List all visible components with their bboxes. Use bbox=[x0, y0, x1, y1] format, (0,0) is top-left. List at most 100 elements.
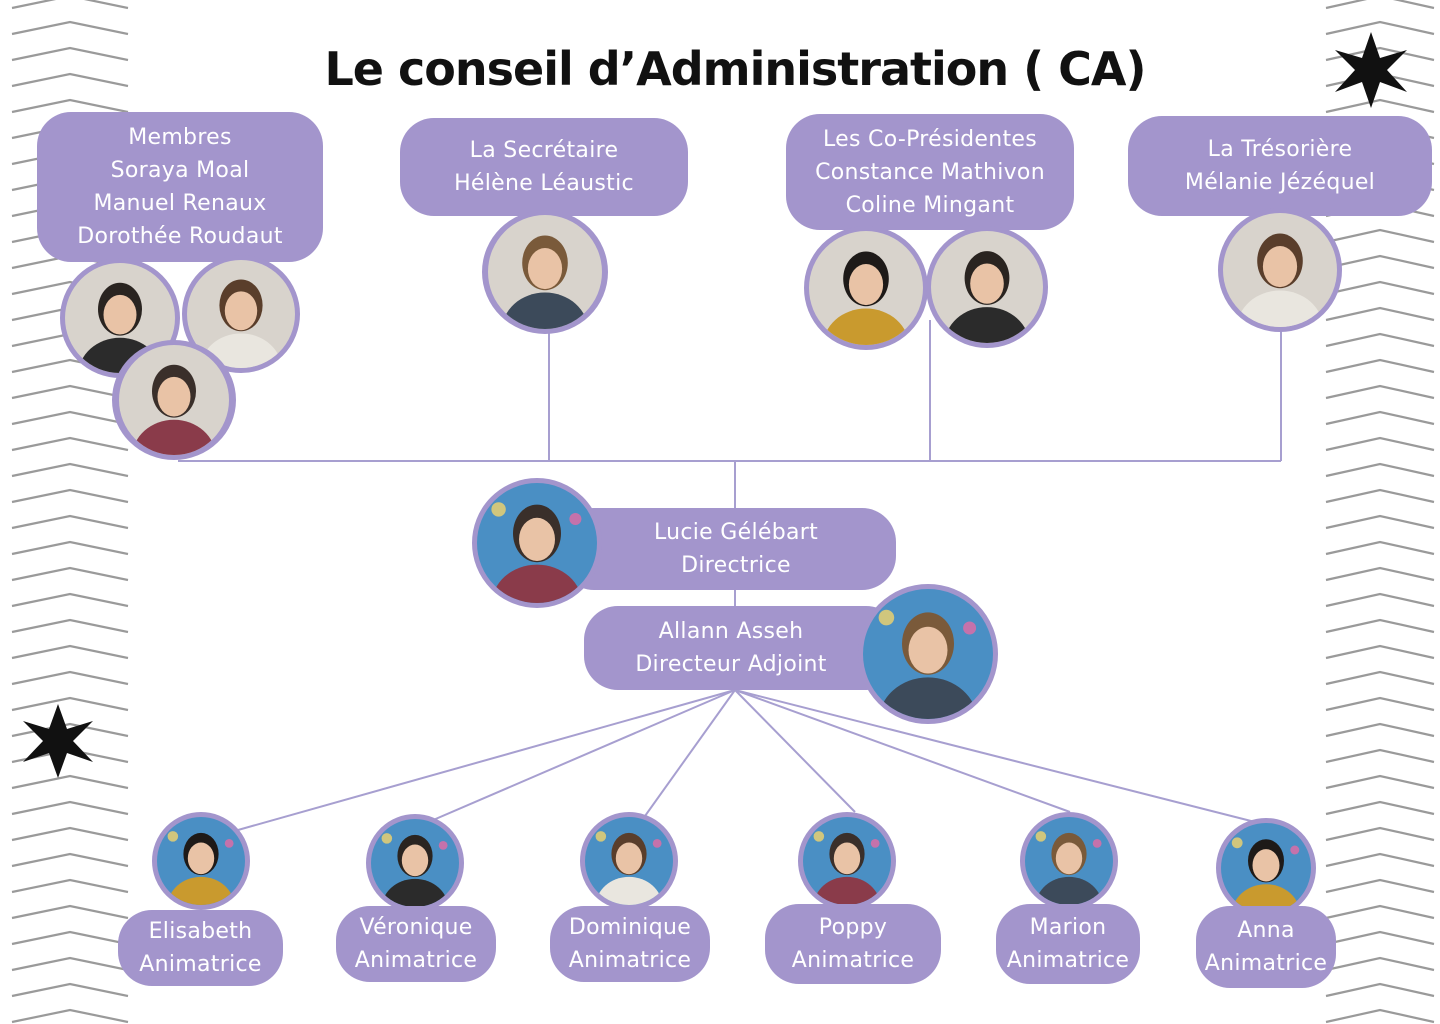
chevron-mark bbox=[1325, 358, 1435, 374]
chevron-mark bbox=[1325, 878, 1435, 894]
person-portrait-icon bbox=[585, 817, 673, 905]
chevron-mark bbox=[1325, 98, 1435, 114]
animatrice-name: Anna bbox=[1237, 918, 1295, 943]
chevron-mark bbox=[1325, 956, 1435, 972]
chevron-mark bbox=[11, 956, 129, 972]
chevron-mark bbox=[11, 982, 129, 998]
chevron-mark bbox=[1325, 748, 1435, 764]
chevron-mark bbox=[1325, 540, 1435, 556]
avatar bbox=[482, 210, 608, 334]
person-portrait-icon bbox=[1025, 817, 1113, 905]
chevron-mark bbox=[1325, 852, 1435, 868]
avatar bbox=[580, 812, 678, 910]
person-portrait-icon bbox=[1221, 823, 1311, 913]
chevron-mark bbox=[1325, 488, 1435, 504]
adjoint-name: Allann Asseh bbox=[658, 619, 804, 644]
directrice-name: Lucie Gélébart bbox=[653, 520, 819, 545]
chevron-mark bbox=[1325, 592, 1435, 608]
chevron-mark bbox=[11, 826, 129, 842]
chevron-mark bbox=[1325, 904, 1435, 920]
directrice-box: Lucie Gélébart Directrice bbox=[560, 508, 896, 590]
chevron-mark bbox=[1325, 332, 1435, 348]
person-portrait-icon bbox=[809, 231, 923, 345]
person-portrait-icon bbox=[863, 589, 993, 719]
chevron-mark bbox=[1325, 0, 1435, 10]
avatar bbox=[804, 226, 928, 350]
chevron-mark bbox=[11, 488, 129, 504]
chevron-mark bbox=[1325, 930, 1435, 946]
chevron-mark bbox=[11, 98, 129, 114]
chevron-mark bbox=[1325, 696, 1435, 712]
chevron-mark bbox=[1325, 982, 1435, 998]
chevron-mark bbox=[1325, 566, 1435, 582]
copresidente-name: Coline Mingant bbox=[845, 192, 1015, 218]
chevron-mark bbox=[11, 462, 129, 478]
chevron-mark bbox=[11, 384, 129, 400]
star-icon bbox=[23, 704, 93, 778]
chevron-mark bbox=[1325, 410, 1435, 426]
tresoriere-name: Mélanie Jézéquel bbox=[1184, 170, 1376, 195]
chevron-mark bbox=[11, 774, 129, 790]
secretaire-label: La Secrétaire bbox=[469, 138, 619, 163]
avatar bbox=[1020, 812, 1118, 910]
avatar bbox=[858, 584, 998, 724]
avatar bbox=[366, 814, 464, 912]
chevron-mark bbox=[11, 514, 129, 530]
adjoint-role: Directeur Adjoint bbox=[635, 652, 827, 677]
chevron-mark bbox=[11, 696, 129, 712]
chevron-mark bbox=[11, 878, 129, 894]
chevron-mark bbox=[1325, 462, 1435, 478]
animatrice-role: Animatrice bbox=[1204, 951, 1328, 976]
page-title: Le conseil d’Administration ( CA) bbox=[324, 42, 1146, 96]
membre-name: Manuel Renaux bbox=[93, 191, 267, 216]
chevron-mark bbox=[1325, 800, 1435, 816]
chevron-mark bbox=[11, 800, 129, 816]
avatar bbox=[1216, 818, 1316, 918]
chevron-mark bbox=[11, 592, 129, 608]
chevron-mark bbox=[1325, 228, 1435, 244]
chevron-mark bbox=[11, 410, 129, 426]
person-portrait-icon bbox=[119, 345, 229, 455]
chevron-mark bbox=[1325, 644, 1435, 660]
chevron-mark bbox=[1325, 436, 1435, 452]
chevron-mark bbox=[1325, 384, 1435, 400]
copresidentes-box: Les Co-Présidentes Constance Mathivon Co… bbox=[786, 114, 1074, 230]
chevron-mark bbox=[11, 72, 129, 88]
avatar bbox=[472, 478, 602, 608]
chevron-mark bbox=[11, 904, 129, 920]
person-portrait-icon bbox=[1223, 213, 1337, 327]
avatar bbox=[152, 812, 250, 910]
chevron-mark bbox=[11, 20, 129, 36]
chevron-mark bbox=[1325, 280, 1435, 296]
chevron-mark bbox=[1325, 1008, 1435, 1024]
chevron-mark bbox=[11, 644, 129, 660]
membres-label: Membres bbox=[128, 125, 232, 150]
chevron-mark bbox=[1325, 514, 1435, 530]
directrice-role: Directrice bbox=[681, 553, 791, 578]
chevron-mark bbox=[11, 722, 129, 738]
chevron-mark bbox=[1325, 670, 1435, 686]
animatrice-name: Elisabeth bbox=[148, 919, 253, 944]
chevron-mark bbox=[1325, 306, 1435, 322]
animatrice-name: Véronique bbox=[359, 915, 473, 940]
animatrice-role: Animatrice bbox=[354, 948, 478, 973]
avatar bbox=[926, 226, 1048, 348]
animatrice-box: Dominique Animatrice bbox=[550, 906, 710, 982]
avatar bbox=[1218, 208, 1342, 332]
chevron-mark bbox=[11, 670, 129, 686]
star-icon bbox=[1335, 32, 1407, 108]
chevron-mark bbox=[11, 540, 129, 556]
membre-name: Dorothée Roudaut bbox=[77, 224, 283, 249]
person-portrait-icon bbox=[488, 215, 602, 329]
adjoint-box: Allann Asseh Directeur Adjoint bbox=[584, 606, 900, 690]
person-portrait-icon bbox=[803, 817, 891, 905]
person-portrait-icon bbox=[931, 231, 1043, 343]
chevron-mark bbox=[1325, 826, 1435, 842]
person-portrait-icon bbox=[187, 260, 295, 368]
animatrice-box: Elisabeth Animatrice bbox=[118, 910, 283, 986]
person-portrait-icon bbox=[371, 819, 459, 907]
animatrice-box: Poppy Animatrice bbox=[765, 904, 941, 984]
copresidentes-label: Les Co-Présidentes bbox=[822, 126, 1038, 152]
chevron-mark bbox=[1325, 722, 1435, 738]
